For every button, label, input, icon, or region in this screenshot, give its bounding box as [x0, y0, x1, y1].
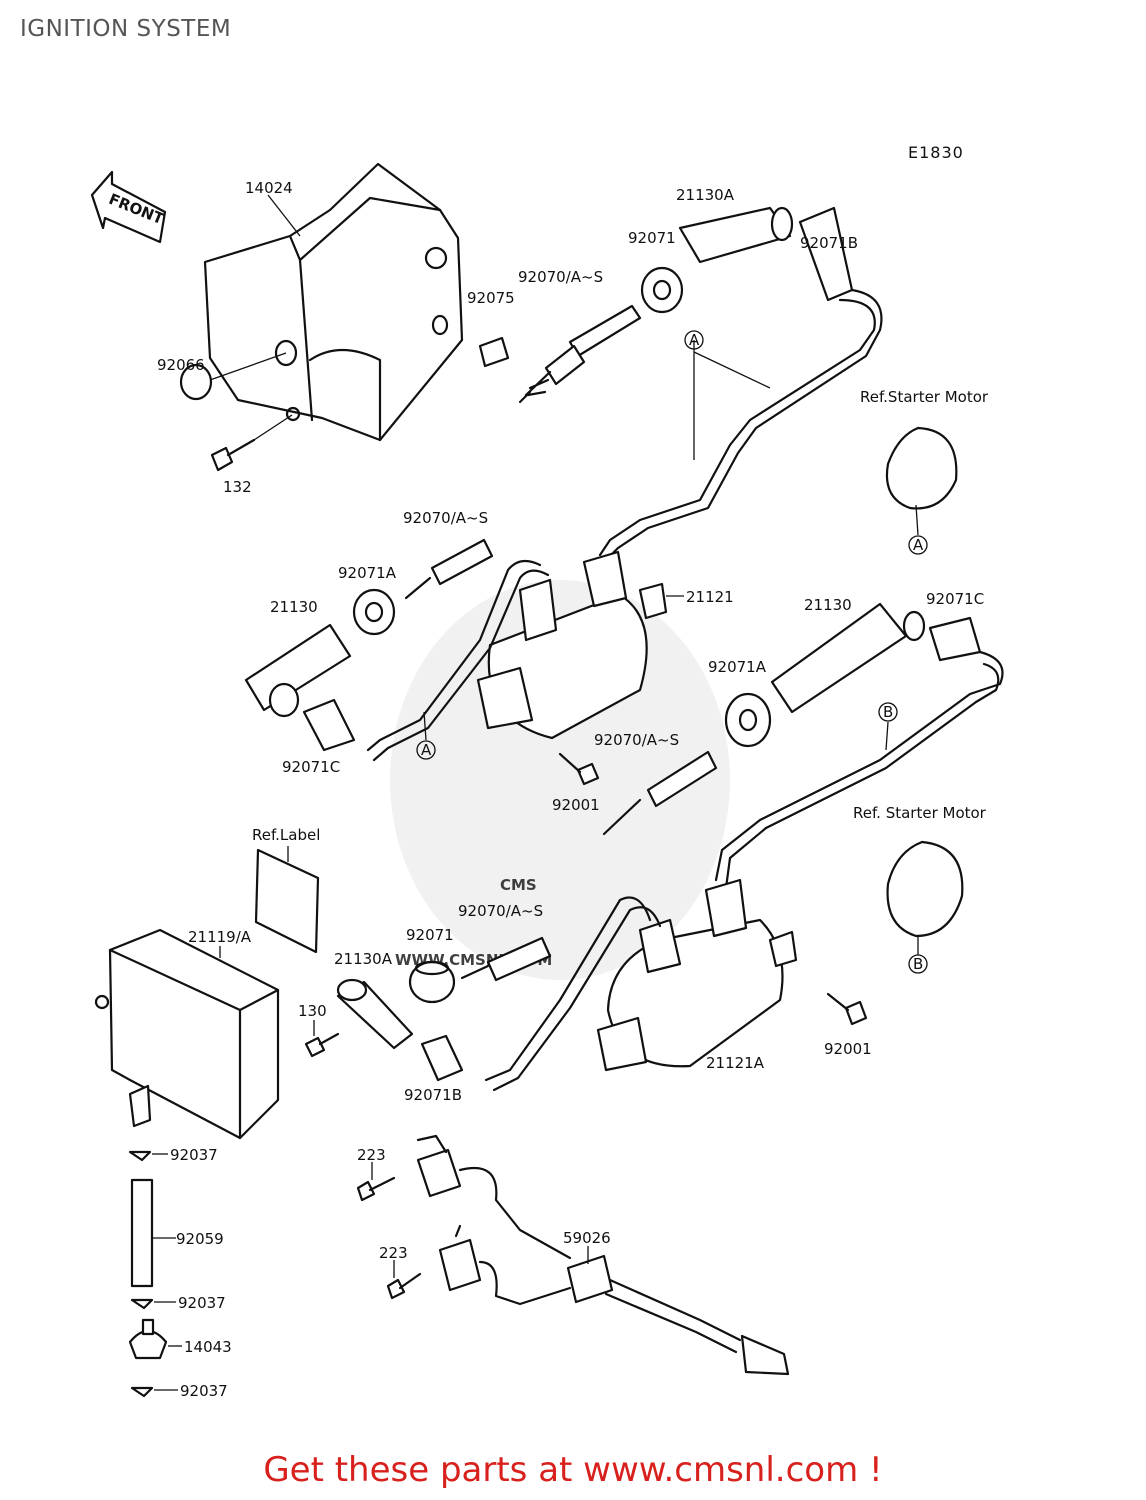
label-223-a: 223 — [357, 1146, 386, 1164]
clip-92037-c — [130, 1386, 178, 1398]
label-92001-low: 92001 — [824, 1040, 872, 1058]
screw-223-a — [356, 1162, 396, 1202]
label-130: 130 — [298, 1002, 327, 1020]
label-92071A-right: 92071A — [708, 658, 767, 676]
callout-A-top: A — [684, 330, 704, 350]
bolt-92001-low — [826, 992, 868, 1026]
label-ref-label: Ref.Label — [252, 826, 320, 844]
coil-21121A — [596, 878, 798, 1072]
pickup-coil-59026 — [416, 1134, 790, 1376]
pad-92075 — [478, 336, 510, 368]
valve-14043 — [128, 1318, 182, 1360]
label-92071B-top: 92071B — [800, 234, 858, 252]
callout-A-ring: A — [913, 536, 924, 554]
spark-plug-top — [518, 304, 642, 404]
ignition-system-diagram: CMS WWW.CMSNL.COM E1830 FRONT 14024 9206… — [90, 143, 1004, 1400]
boot-92071C-right — [928, 616, 982, 662]
boot-92071B-low — [420, 1034, 464, 1082]
lead-low — [484, 896, 662, 1092]
cap-92071A-left — [352, 588, 396, 636]
callout-A-top-text: A — [689, 331, 700, 349]
watermark-brand: CMS — [500, 876, 537, 894]
label-92037-c: 92037 — [180, 1382, 228, 1400]
spark-plug-mid-left — [404, 538, 494, 600]
starter-ring-2: B — [886, 840, 964, 974]
boot-92071B-top — [798, 206, 854, 302]
cap-92071-low — [408, 960, 456, 1004]
label-14024: 14024 — [245, 179, 293, 197]
callout-A-mid: A — [421, 741, 432, 759]
ref-label-sheet — [254, 846, 320, 954]
label-92075: 92075 — [467, 289, 515, 307]
label-92070-mid-left: 92070/A~S — [403, 509, 488, 527]
plug-cap-21130A-top — [678, 206, 794, 264]
label-21121A: 21121A — [706, 1054, 765, 1072]
label-92059: 92059 — [176, 1230, 224, 1248]
plug-cap-21130-right — [770, 602, 926, 714]
clip-92037-a — [128, 1150, 168, 1162]
clip-92037-b — [130, 1298, 176, 1310]
lead-top — [598, 288, 883, 562]
label-92071A-left: 92071A — [338, 564, 397, 582]
label-21121: 21121 — [686, 588, 734, 606]
label-92070-low: 92070/A~S — [458, 902, 543, 920]
boot-92071C-left — [302, 698, 356, 752]
label-ref-starter-2: Ref. Starter Motor — [853, 804, 987, 822]
label-92071-low: 92071 — [406, 926, 454, 944]
bolt-92001-mid — [558, 752, 600, 786]
label-92071-top: 92071 — [628, 229, 676, 247]
callout-B-lead: B — [883, 703, 893, 721]
label-92070-mid-right: 92070/A~S — [594, 731, 679, 749]
plug-cap-21130A-low — [336, 978, 414, 1050]
spark-plug-low — [460, 936, 552, 982]
cap-92071-top — [640, 266, 684, 314]
label-223-b: 223 — [379, 1244, 408, 1262]
label-59026: 59026 — [563, 1229, 611, 1247]
cdi-unit-21119 — [94, 928, 280, 1140]
label-92037-a: 92037 — [170, 1146, 218, 1164]
label-92066: 92066 — [157, 356, 205, 374]
page-title: IGNITION SYSTEM — [20, 16, 232, 42]
cap-92071A-right — [724, 692, 772, 748]
front-arrow: FRONT — [90, 170, 167, 244]
label-92001-mid: 92001 — [552, 796, 600, 814]
bolt-132 — [210, 414, 293, 472]
coil-21121 — [476, 550, 684, 740]
bolt-130 — [304, 1020, 340, 1058]
cover-14024 — [203, 162, 464, 442]
starter-ring-1: A — [885, 426, 958, 555]
label-21119: 21119/A — [188, 928, 252, 946]
label-92071C-left: 92071C — [282, 758, 340, 776]
callout-B-ring: B — [913, 955, 923, 973]
footer-shop-link[interactable]: Get these parts at www.cmsnl.com ! — [263, 1450, 883, 1490]
label-92071C-right: 92071C — [926, 590, 984, 608]
label-132: 132 — [223, 478, 252, 496]
label-14043: 14043 — [184, 1338, 232, 1356]
label-21130-left: 21130 — [270, 598, 318, 616]
screw-223-b — [386, 1260, 422, 1300]
hose-92059 — [130, 1178, 176, 1288]
label-92037-b: 92037 — [178, 1294, 226, 1312]
label-92071B-low: 92071B — [404, 1086, 462, 1104]
label-21130-right: 21130 — [804, 596, 852, 614]
plug-cap-21130-left — [244, 623, 352, 718]
spark-plug-mid-right — [602, 750, 718, 836]
lead-mid-right: B — [714, 650, 1004, 890]
grommet-92066 — [179, 352, 287, 401]
label-21130A-low: 21130A — [334, 950, 393, 968]
label-ref-starter-1: Ref.Starter Motor — [860, 388, 989, 406]
label-21130A-top: 21130A — [676, 186, 735, 204]
diagram-code: E1830 — [908, 143, 964, 162]
lead-mid-left: A — [366, 559, 550, 762]
label-92070-top: 92070/A~S — [518, 268, 603, 286]
